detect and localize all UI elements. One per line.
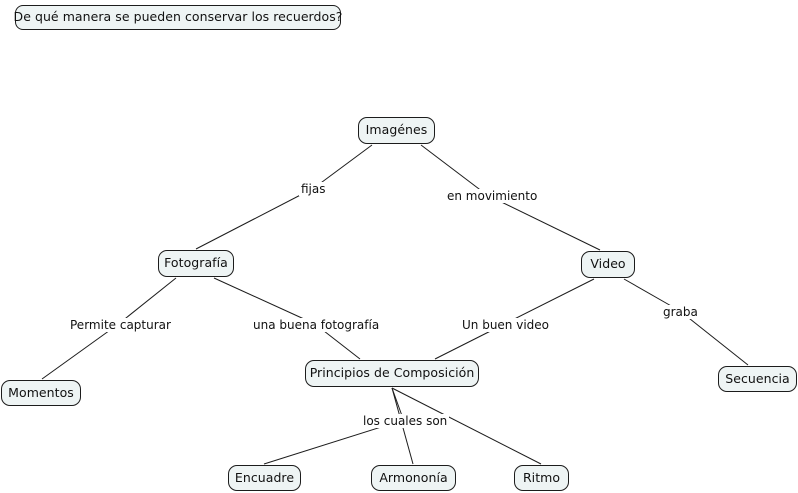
edge-video-secuencia-label: graba <box>661 305 700 319</box>
edge-video-secuencia-segment-1 <box>679 310 749 366</box>
concept-node-momentos[interactable]: Momentos <box>1 380 81 406</box>
edge-fotografia-momentos-segment-1 <box>41 323 119 380</box>
concept-node-secuencia[interactable]: Secuencia <box>718 366 797 392</box>
focus-question-box[interactable]: De qué manera se pueden conservar los re… <box>14 5 342 30</box>
concept-node-fotografia[interactable]: Fotografía <box>158 250 234 277</box>
edge-imagenes-video-label: en movimiento <box>445 189 540 203</box>
concept-node-imagenes[interactable]: Imagénes <box>358 117 435 144</box>
edge-imagenes-fotografia-label: fijas <box>299 182 328 196</box>
concept-node-principios[interactable]: Principios de Composición <box>305 360 479 387</box>
concept-node-encuadre[interactable]: Encuadre <box>228 465 301 491</box>
edge-fotografia-principios-label: una buena fotografía <box>251 318 382 332</box>
edge-imagenes-video-segment-0 <box>420 144 488 196</box>
edge-video-principios-label: Un buen video <box>460 318 552 332</box>
concept-node-ritmo[interactable]: Ritmo <box>514 465 569 491</box>
edge-imagenes-video-segment-1 <box>486 194 601 251</box>
edge-fotografia-momentos-label: Permite capturar <box>68 318 173 332</box>
concept-node-video[interactable]: Video <box>581 251 635 278</box>
edge-imagenes-fotografia-segment-1 <box>195 187 315 250</box>
edge-principios-encuadre-label: los cuales son <box>361 414 450 428</box>
concept-node-armononia[interactable]: Armononía <box>371 465 456 491</box>
